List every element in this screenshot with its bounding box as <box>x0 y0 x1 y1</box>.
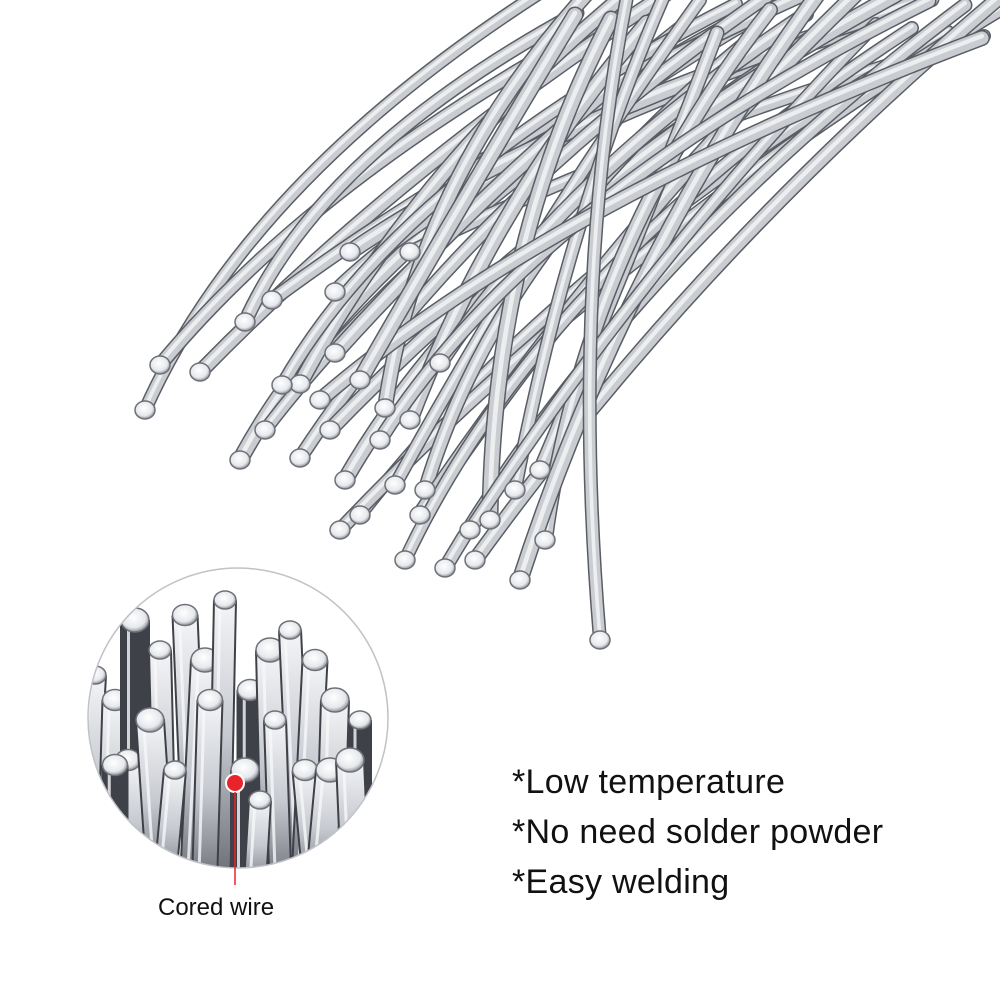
inset-rod <box>265 719 291 868</box>
inset-rod-end <box>148 640 172 660</box>
rod-cut-end <box>189 362 211 382</box>
inset-rod-end <box>278 620 302 640</box>
magnified-rod-ends-inset <box>87 567 389 885</box>
inset-rod-highlight <box>268 719 278 868</box>
inset-rod-end <box>263 710 287 730</box>
rod-cut-end <box>459 520 481 540</box>
inset-rod-highlight <box>142 719 157 868</box>
rod-highlight <box>297 0 620 385</box>
inset-rod-end <box>248 790 272 810</box>
rod-cut-end <box>349 505 371 525</box>
welding-rods-bundle <box>134 0 1000 650</box>
inset-rod <box>192 699 222 868</box>
rod-cut-end <box>329 520 351 540</box>
inset-rod-highlight <box>297 769 313 868</box>
rod-cut-end <box>464 550 486 570</box>
inset-rod-end <box>101 753 129 777</box>
rod-cut-end <box>271 375 293 395</box>
rod-cut-end <box>399 242 421 262</box>
rod-cut-end <box>529 460 551 480</box>
rod-cut-end <box>254 420 276 440</box>
inset-rod-end <box>196 688 224 712</box>
rod-cut-end <box>374 398 396 418</box>
feature-low-temperature: *Low temperature <box>512 763 786 801</box>
rod-cut-end <box>394 550 416 570</box>
inset-rod-end <box>291 758 319 782</box>
feature-list: *Low temperature *No need solder powder … <box>512 757 883 907</box>
rod-cut-end <box>384 475 406 495</box>
inset-rod-end <box>135 707 165 733</box>
inset-rod <box>153 769 185 868</box>
inset-rod-highlight <box>156 769 172 868</box>
inset-rod-end <box>163 760 187 780</box>
rod-highlight <box>517 0 815 581</box>
inset-rod-end <box>171 603 199 627</box>
rod-cut-end <box>589 630 611 650</box>
inset-rod-end <box>301 648 329 672</box>
rod-cut-end <box>261 290 283 310</box>
rod-cut-end <box>349 370 371 390</box>
rod-cut-end <box>369 430 391 450</box>
rod-highlight <box>243 9 579 322</box>
rod-cut-end <box>229 450 251 470</box>
rod-cut-end <box>409 505 431 525</box>
rod-cut-end <box>319 420 341 440</box>
rod-cut-end <box>289 374 311 394</box>
inset-rod-end <box>348 710 372 730</box>
inset-rod-end <box>320 687 350 713</box>
inset-rod <box>337 759 369 868</box>
rod-cut-end <box>534 530 556 550</box>
inset-rod <box>137 719 175 868</box>
inset-rod <box>305 768 343 868</box>
rod-cut-end <box>504 480 526 500</box>
rod-cut-end <box>414 480 436 500</box>
rod-highlight <box>468 20 878 530</box>
inset-rod-highlight <box>247 799 257 868</box>
feature-easy-welding: *Easy welding <box>512 863 730 901</box>
rod-cut-end <box>339 242 361 262</box>
rod-highlight <box>587 0 628 640</box>
rod-cut-end <box>509 570 531 590</box>
inset-rod-end <box>213 590 237 610</box>
rod-cut-end <box>324 282 346 302</box>
rod-cut-end <box>134 400 156 420</box>
rod-cut-end <box>479 510 501 530</box>
inset-rod-highlight <box>310 769 325 868</box>
rod-cut-end <box>234 312 256 332</box>
cored-wire-marker <box>225 773 245 885</box>
inset-rod-end <box>335 747 365 773</box>
cored-wire-label: Cored wire <box>158 894 275 921</box>
inset-rod <box>116 759 146 868</box>
rod-cut-end <box>324 343 346 363</box>
feature-no-solder-powder: *No need solder powder <box>512 813 884 851</box>
rod-cut-end <box>334 470 356 490</box>
rod-cut-end <box>429 353 451 373</box>
rod-cut-end <box>289 448 311 468</box>
rod-cut-end <box>399 410 421 430</box>
inset-rod <box>244 799 270 868</box>
rod-cut-end <box>309 390 331 410</box>
rod-highlight <box>357 10 578 381</box>
rod-cut-end <box>434 558 456 578</box>
rod-cut-end <box>149 355 171 375</box>
